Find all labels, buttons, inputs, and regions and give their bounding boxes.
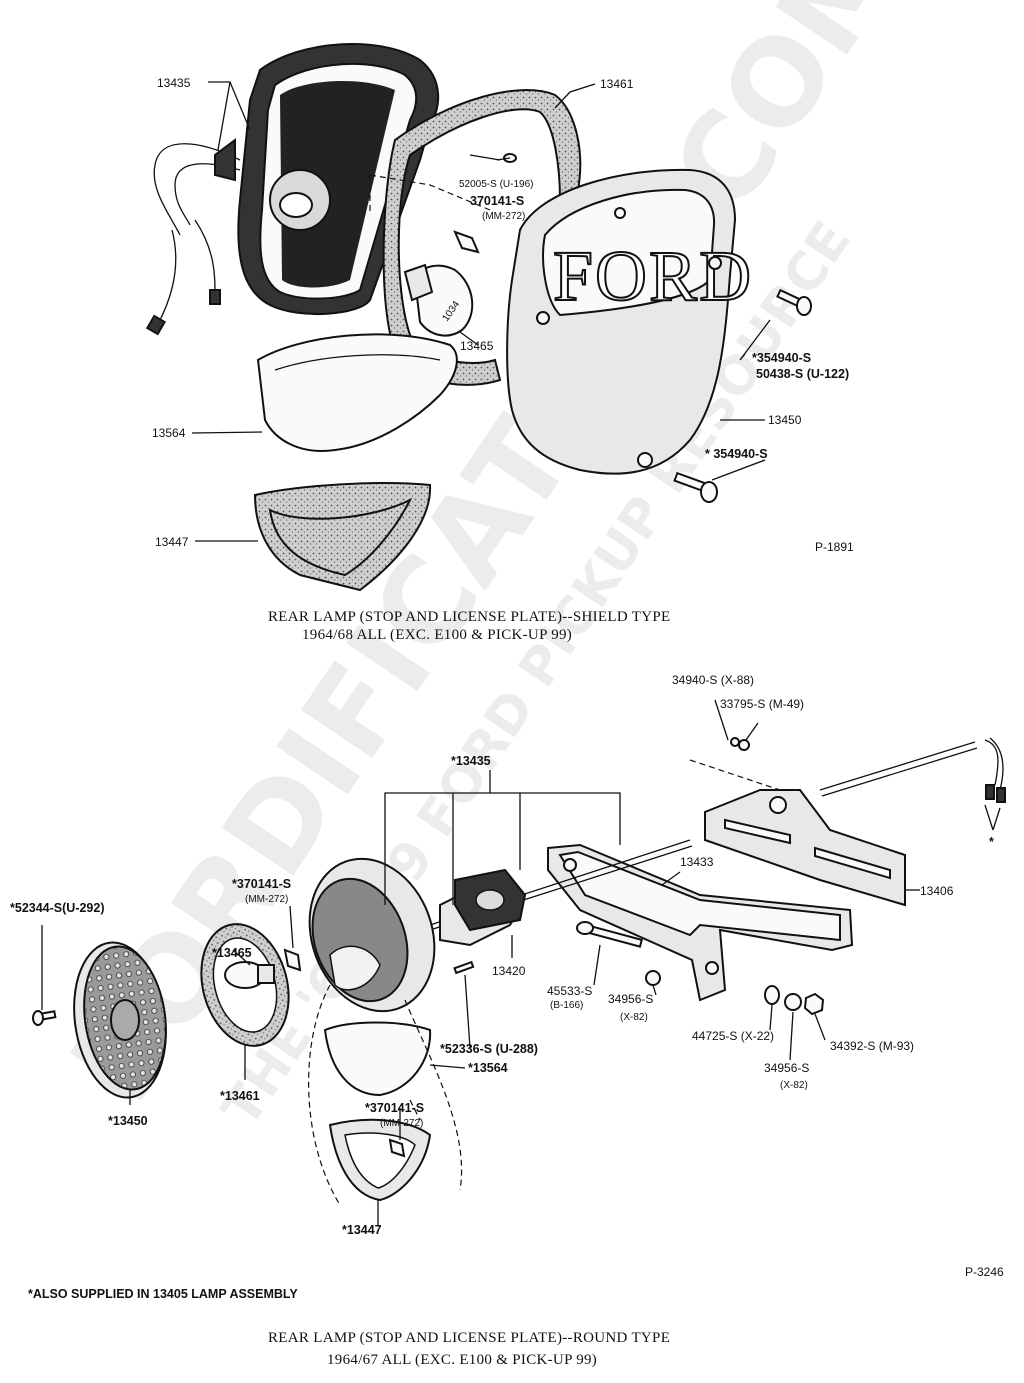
- label-370141-b: *370141-S: [365, 1101, 424, 1115]
- label-52344: *52344-S(U-292): [10, 901, 105, 915]
- label-13406: 13406: [920, 884, 954, 898]
- bulb-13465-round: [224, 961, 275, 989]
- label-33795: 33795-S (M-49): [720, 697, 804, 711]
- label-13420: 13420: [492, 964, 526, 978]
- label-34956-b: 34956-S: [764, 1061, 809, 1075]
- label-354940-b: * 354940-S: [705, 447, 768, 461]
- label-45533-sub: (B-166): [550, 1000, 583, 1011]
- assembly-dashes: [308, 984, 463, 1206]
- watermark-main: FORDIFICATION.COM: [44, 0, 930, 1126]
- top-diagram: 1034 FORD: [145, 42, 854, 643]
- label-13447-round: *13447: [342, 1223, 382, 1237]
- screw-52344: [32, 1010, 57, 1026]
- bracket-13406: [704, 789, 906, 907]
- label-44725: 44725-S (X-22): [692, 1029, 774, 1043]
- label-52005: 52005-S (U-196): [459, 179, 533, 190]
- shield-13450: FORD: [506, 168, 753, 475]
- clip-370141-b: [388, 1138, 406, 1158]
- bracket-13433: [547, 843, 854, 1002]
- label-13450-round: *13450: [108, 1114, 148, 1128]
- label-13433: 13433: [680, 855, 714, 869]
- screw-52336: [453, 960, 475, 975]
- label-354940-a: *354940-S: [752, 351, 811, 365]
- label-52336: *52336-S (U-288): [440, 1042, 538, 1056]
- washer-34956-a: [645, 970, 661, 986]
- washer-44725: [764, 985, 780, 1005]
- bracket-wire: [819, 737, 1006, 831]
- bottom-diagram: 34940-S (X-88) 33795-S (M-49) *13435 134…: [10, 673, 1006, 1368]
- label-p3246: P-3246: [965, 1265, 1004, 1279]
- label-13461: 13461: [600, 77, 634, 91]
- lens-13564-round: [323, 1021, 432, 1097]
- lens-13564: [256, 333, 458, 452]
- screw-52005: [496, 153, 517, 163]
- label-50438: 50438-S (U-122): [756, 367, 849, 381]
- label-13435: 13435: [157, 76, 191, 90]
- label-370141-b-sub: (MM-272): [380, 1118, 423, 1129]
- washer-34956-b: [784, 993, 802, 1011]
- label-13465-top: 13465: [460, 339, 494, 353]
- label-34956-a-sub: (X-82): [620, 1012, 648, 1023]
- label-13564-round: *13564: [468, 1061, 508, 1075]
- label-370141-top-sub: (MM-272): [482, 211, 525, 222]
- label-34956-a: 34956-S: [608, 992, 653, 1006]
- lens-13450-round: [73, 941, 167, 1099]
- label-45533: 45533-S: [547, 984, 592, 998]
- leader-lines-bottom: [41, 699, 920, 1225]
- bolt-45533: [576, 921, 643, 948]
- label-34940: 34940-S (X-88): [672, 673, 754, 687]
- label-370141-a: *370141-S: [232, 877, 291, 891]
- wiring-harness: [145, 143, 241, 336]
- label-13435-round: *13435: [451, 754, 491, 768]
- caption-top-line2: 1964/68 ALL (EXC. E100 & PICK-UP 99): [302, 627, 572, 643]
- gasket-13447: [253, 482, 432, 592]
- label-p1891: P-1891: [815, 540, 854, 554]
- clip-370141-a: [283, 948, 302, 972]
- label-370141-a-sub: (MM-272): [245, 894, 288, 905]
- caption-top-line1: REAR LAMP (STOP AND LICENSE PLATE)--SHIE…: [268, 609, 670, 625]
- label-13564-top: 13564: [152, 426, 186, 440]
- leader-lines-top: [191, 81, 771, 542]
- label-34956-b-sub: (X-82): [780, 1080, 808, 1091]
- clip-370141: [369, 174, 491, 254]
- caption-bottom-line2: 1964/67 ALL (EXC. E100 & PICK-UP 99): [327, 1352, 597, 1368]
- label-13447-top: 13447: [155, 535, 189, 549]
- screw-354940-top: [776, 288, 812, 316]
- label-13461-round: *13461: [220, 1089, 260, 1103]
- screw-354940-bottom: [673, 471, 718, 503]
- caption-bottom-line1: REAR LAMP (STOP AND LICENSE PLATE)--ROUN…: [268, 1330, 670, 1346]
- label-34392: 34392-S (M-93): [830, 1039, 914, 1053]
- grommet-13420: [454, 868, 527, 932]
- nut-34392: [803, 992, 825, 1016]
- label-370141-top: 370141-S: [470, 194, 524, 208]
- watermark: FORDIFICATION.COM THE '61-'79 FORD PICKU…: [44, 0, 930, 1137]
- gasket-13447-round: [328, 1118, 432, 1202]
- label-13465-round: *13465: [212, 946, 252, 960]
- shield-ford-lettering: FORD: [553, 236, 753, 316]
- bulb-13465: 1034: [403, 263, 474, 337]
- footnote-lamp-assembly: *ALSO SUPPLIED IN 13405 LAMP ASSEMBLY: [28, 1287, 298, 1301]
- label-13450-top: 13450: [768, 413, 802, 427]
- label-star-wire: *: [989, 835, 994, 849]
- nuts-top: [689, 737, 781, 791]
